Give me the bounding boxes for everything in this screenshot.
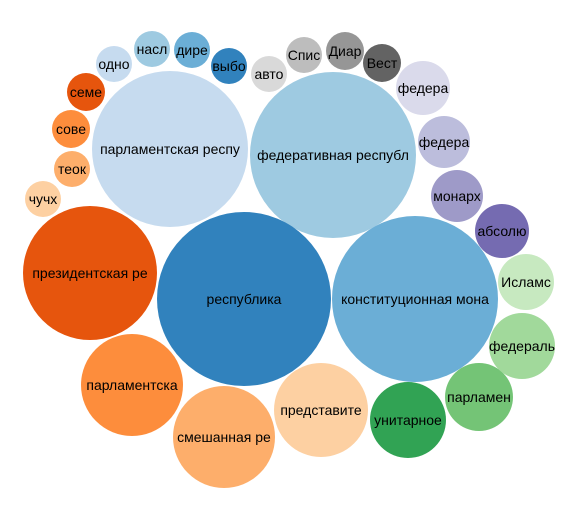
- bubble: одно: [96, 46, 132, 82]
- bubble-circle: [363, 44, 401, 82]
- bubble-circle: [52, 110, 90, 148]
- bubble: федера: [418, 116, 470, 168]
- bubble: Спис: [286, 37, 322, 73]
- bubble: представите: [274, 363, 368, 457]
- bubble: Вест: [363, 44, 401, 82]
- bubble-circle: [396, 61, 450, 115]
- bubble: президентская ре: [23, 206, 157, 340]
- bubble: федеративная республ: [250, 72, 416, 238]
- bubble-circle: [326, 32, 364, 70]
- bubble: парламентская респу: [92, 71, 248, 227]
- bubble: федераль: [489, 313, 555, 379]
- bubble-circle: [67, 73, 105, 111]
- bubble-circle: [332, 216, 498, 382]
- bubble-circle: [475, 204, 529, 258]
- bubble: парламентска: [81, 334, 183, 436]
- bubble: теок: [54, 151, 90, 187]
- bubble-circle: [489, 313, 555, 379]
- bubble: республика: [157, 212, 331, 386]
- bubble-circle: [96, 46, 132, 82]
- bubble-circle: [54, 151, 90, 187]
- bubble: смешанная ре: [173, 386, 275, 488]
- bubble-circle: [25, 181, 61, 217]
- bubble-circle: [370, 382, 446, 458]
- bubble-circle: [81, 334, 183, 436]
- bubble-circle: [445, 363, 513, 431]
- bubble-circle: [157, 212, 331, 386]
- bubble-circle: [250, 72, 416, 238]
- bubble-circle: [134, 31, 170, 67]
- bubble: конституционная мона: [332, 216, 498, 382]
- bubble-circle: [498, 254, 554, 310]
- bubble-circle: [23, 206, 157, 340]
- bubble: авто: [251, 56, 287, 92]
- bubble-circle: [431, 170, 483, 222]
- bubble: сове: [52, 110, 90, 148]
- bubble-circle: [286, 37, 322, 73]
- bubble: насл: [134, 31, 170, 67]
- bubble-circle: [173, 386, 275, 488]
- bubble: монарх: [431, 170, 483, 222]
- bubble: дире: [174, 32, 210, 68]
- bubble-circle: [92, 71, 248, 227]
- bubble: выбо: [211, 48, 247, 84]
- bubble: семе: [67, 73, 105, 111]
- bubble-circle: [211, 48, 247, 84]
- bubble: Исламс: [498, 254, 554, 310]
- bubble: федера: [396, 61, 450, 115]
- bubble: абсолю: [475, 204, 529, 258]
- bubble: чучх: [25, 181, 61, 217]
- bubble: унитарное: [370, 382, 446, 458]
- bubble: Диар: [326, 32, 364, 70]
- bubble-circle: [274, 363, 368, 457]
- bubble: парламен: [445, 363, 513, 431]
- bubble-circle: [251, 56, 287, 92]
- bubble-circle: [418, 116, 470, 168]
- bubble-circle: [174, 32, 210, 68]
